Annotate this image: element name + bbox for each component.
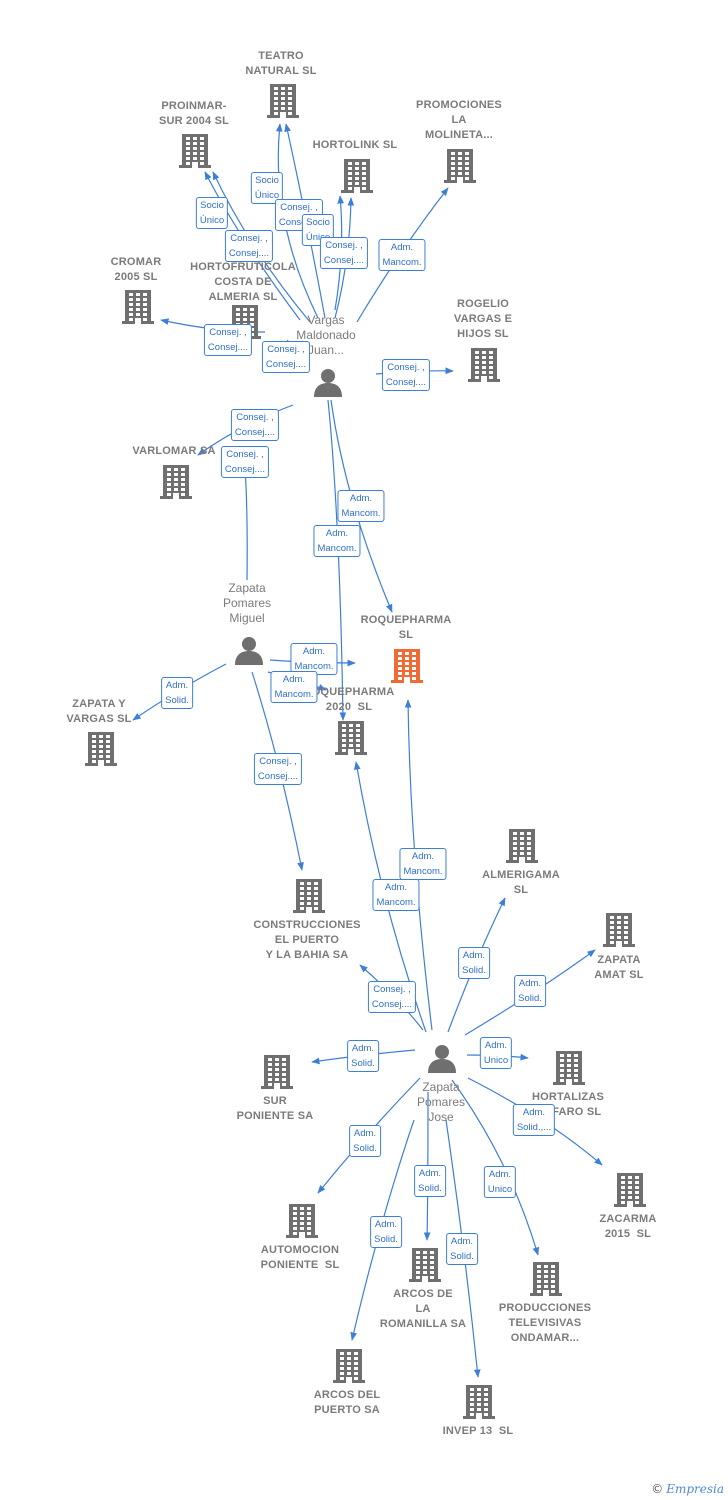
person-icon-zapatajose[interactable] [427, 1043, 457, 1078]
relation-label-vargas-promociones-6[interactable]: Adm. Mancom. [378, 239, 426, 271]
relation-label-zapatajose-rp2020-19[interactable]: Adm. Mancom. [372, 879, 420, 911]
node-label-rp2020[interactable]: ROQUEPHARMA 2020 SL [303, 686, 395, 713]
relation-label-vargas-rogelio-9[interactable]: Consej. , Consej.... [381, 359, 431, 391]
brand-logo[interactable]: Empresia [666, 1482, 724, 1496]
edges-layer [132, 123, 603, 1378]
relation-label-zapatajose-zacarma-25[interactable]: Adm. Solid.,... [512, 1104, 556, 1136]
relation-label-vargas-teatro-0[interactable]: Socio Único [250, 172, 284, 204]
node-label-producciones[interactable]: PRODUCCIONES TELEVISIVAS ONDAMAR... [498, 1302, 592, 1344]
building-icon-promociones[interactable] [444, 149, 476, 188]
relation-label-zapatajose-almerigama-21[interactable]: Adm. Solid. [458, 947, 490, 979]
node-label-zapatamiguel[interactable]: Zapata Pomares Miguel [222, 581, 272, 625]
node-label-roquepharma[interactable]: ROQUEPHARMA SL [360, 614, 452, 641]
building-icon-arcosromanilla[interactable] [409, 1248, 441, 1287]
node-label-automocion[interactable]: AUTOMOCION PONIENTE SL [260, 1244, 340, 1271]
node-label-zapatajose[interactable]: Zapata Pomares Jose [416, 1080, 466, 1124]
building-icon-rp2020[interactable] [335, 721, 367, 760]
relation-label-vargas-cromar-7[interactable]: Consej. , Consej.... [203, 324, 253, 356]
relation-label-zapatajose-construcciones-20[interactable]: Consej. , Consej.... [367, 981, 417, 1013]
building-icon-zapatavargas[interactable] [85, 732, 117, 771]
relation-label-zapatajose-zapataamat-22[interactable]: Adm. Solid. [514, 975, 546, 1007]
building-icon-sur[interactable] [261, 1055, 293, 1094]
building-icon-roquepharma[interactable] [391, 649, 423, 688]
building-icon-zacarma[interactable] [614, 1173, 646, 1212]
node-label-arcospuerto[interactable]: ARCOS DEL PUERTO SA [313, 1389, 381, 1416]
relation-label-vargas-varlomar-10[interactable]: Consej. , Consej.... [230, 409, 280, 441]
building-icon-hortolink[interactable] [341, 159, 373, 198]
building-icon-zapataamat[interactable] [603, 913, 635, 952]
building-icon-automocion[interactable] [286, 1204, 318, 1243]
building-icon-hortalizas[interactable] [553, 1051, 585, 1090]
relation-label-vargas-proinmar-2[interactable]: Socio Único [195, 197, 229, 229]
node-label-sur[interactable]: SUR PONIENTE SA [236, 1095, 314, 1122]
relation-label-vargas-roquepharma-11[interactable]: Adm. Mancom. [337, 490, 385, 522]
relation-label-zapatamiguel-roquepharma-14[interactable]: Adm. Mancom. [290, 643, 338, 675]
node-label-hortofruticola[interactable]: HORTOFRUTICOLA COSTA DE ALMERIA SL [190, 261, 296, 303]
relation-label-vargas-proinmar-3[interactable]: Consej. , Consej.... [224, 230, 274, 262]
node-label-teatro[interactable]: TEATRO NATURAL SL [245, 50, 317, 77]
relation-label-zapatamiguel-rp2020-15[interactable]: Adm. Mancom. [270, 671, 318, 703]
relation-label-vargas-hortofruticola-8[interactable]: Consej. , Consej.... [261, 341, 311, 373]
node-label-varlomar[interactable]: VARLOMAR SA [132, 445, 216, 457]
relation-label-zapatajose-invep-30[interactable]: Adm. Solid. [446, 1233, 478, 1265]
node-label-proinmar[interactable]: PROINMAR- SUR 2004 SL [158, 100, 230, 127]
node-label-promociones[interactable]: PROMOCIONES LA MOLINETA... [416, 99, 502, 141]
relation-label-zapatajose-producciones-28[interactable]: Adm. Unico [483, 1166, 517, 1198]
building-icon-almerigama[interactable] [506, 829, 538, 868]
brand-footer: ©Empresia [651, 1482, 724, 1496]
relation-label-vargas-rp2020-12[interactable]: Adm. Mancom. [313, 525, 361, 557]
building-icon-proinmar[interactable] [179, 134, 211, 173]
node-label-rogelio[interactable]: ROGELIO VARGAS E HIJOS SL [453, 298, 513, 340]
copyright-symbol: © [651, 1482, 664, 1496]
building-icon-arcospuerto[interactable] [333, 1349, 365, 1388]
node-label-invep[interactable]: INVEP 13 SL [442, 1425, 514, 1437]
relation-label-zapatajose-automocion-26[interactable]: Adm. Solid. [349, 1125, 381, 1157]
building-icon-teatro[interactable] [267, 84, 299, 123]
relation-label-zapatajose-arcosromanilla-27[interactable]: Adm. Solid. [414, 1165, 446, 1197]
building-icon-rogelio[interactable] [468, 348, 500, 387]
relation-label-zapatajose-roquepharma-18[interactable]: Adm. Mancom. [399, 848, 447, 880]
node-label-zapataamat[interactable]: ZAPATA AMAT SL [594, 954, 644, 981]
node-label-almerigama[interactable]: ALMERIGAMA SL [482, 869, 560, 896]
building-icon-cromar[interactable] [122, 290, 154, 329]
relation-label-zapatajose-hortalizas-23[interactable]: Adm. Unico [479, 1037, 513, 1069]
building-icon-construcciones[interactable] [293, 879, 325, 918]
relation-label-zapatamiguel-zapatavargas-16[interactable]: Adm. Solid. [161, 677, 193, 709]
building-icon-producciones[interactable] [530, 1262, 562, 1301]
node-label-zacarma[interactable]: ZACARMA 2015 SL [599, 1213, 657, 1240]
relation-label-vargas-hortolink-5[interactable]: Consej. , Consej.... [319, 237, 369, 269]
building-icon-invep[interactable] [463, 1385, 495, 1424]
node-label-arcosromanilla[interactable]: ARCOS DE LA ROMANILLA SA [379, 1288, 467, 1330]
node-label-zapatavargas[interactable]: ZAPATA Y VARGAS SL [66, 698, 132, 725]
node-label-construcciones[interactable]: CONSTRUCCIONES EL PUERTO Y LA BAHIA SA [253, 919, 361, 961]
node-label-cromar[interactable]: CROMAR 2005 SL [110, 256, 162, 283]
person-icon-zapatamiguel[interactable] [234, 635, 264, 670]
building-icon-varlomar[interactable] [160, 465, 192, 504]
node-label-hortolink[interactable]: HORTOLINK SL [312, 139, 398, 151]
relation-label-zapatamiguel-construcciones-17[interactable]: Consej. , Consej.... [253, 753, 303, 785]
relation-label-zapatajose-sur-24[interactable]: Adm. Solid. [347, 1040, 379, 1072]
relation-label-zapatamiguel-varlomar-13[interactable]: Consej. , Consej.... [220, 446, 270, 478]
person-icon-vargas[interactable] [313, 367, 343, 402]
node-label-vargas[interactable]: Vargas Maldonado Juan... [296, 313, 356, 357]
edge-zapatajose-to-producciones [451, 1079, 540, 1256]
relation-label-zapatajose-arcospuerto-29[interactable]: Adm. Solid. [370, 1216, 402, 1248]
